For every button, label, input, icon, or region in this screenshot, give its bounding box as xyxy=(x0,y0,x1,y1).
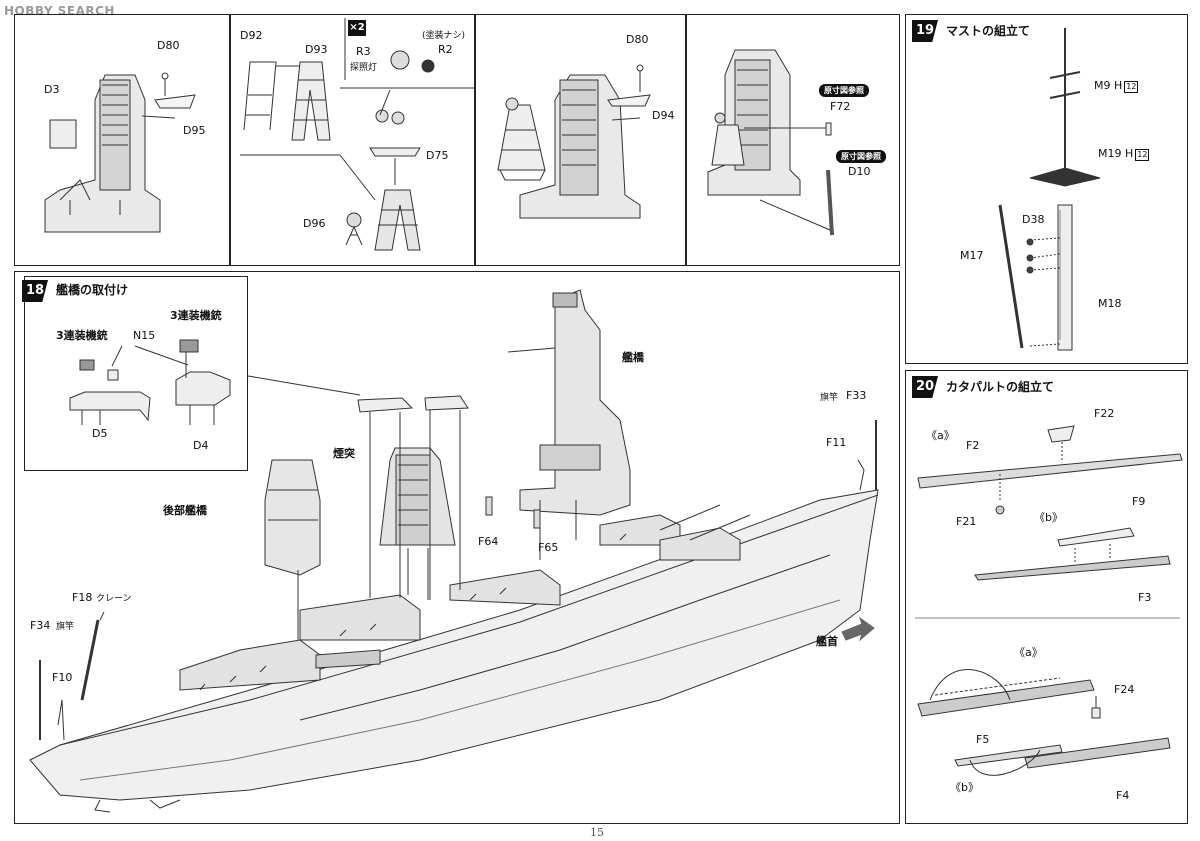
label-triple-mg-right: 3連装機銃 xyxy=(170,309,222,322)
label-d10: D10 xyxy=(848,165,871,178)
label-f2: F2 xyxy=(966,439,980,452)
label-d96: D96 xyxy=(303,217,326,230)
label-f4: F4 xyxy=(1116,789,1130,802)
page-number: 15 xyxy=(590,826,604,839)
label-funnel: 煙突 xyxy=(333,447,355,460)
battleship-hull-drawing xyxy=(29,289,879,813)
label-d94: D94 xyxy=(652,109,675,122)
label-d95: D95 xyxy=(183,124,206,137)
step-20-title: カタパルトの組立て xyxy=(946,380,1055,394)
label-r3: R3 xyxy=(356,45,371,58)
label-f72: F72 xyxy=(830,100,851,113)
label-f24: F24 xyxy=(1114,683,1135,696)
label-flagpole-f33: 旗竿 xyxy=(820,393,839,403)
label-f18: F18 xyxy=(72,591,93,604)
label-f10: F10 xyxy=(52,671,73,684)
badge-full-size-ref-2: 原寸図参照 xyxy=(836,150,886,163)
mast-drawing xyxy=(998,28,1101,351)
label-f34: F34 xyxy=(30,619,51,632)
label-d93: D93 xyxy=(305,43,328,56)
tower-drawing-2 xyxy=(240,18,475,251)
bow-arrow-icon xyxy=(841,616,875,642)
label-f3: F3 xyxy=(1138,591,1152,604)
label-d80-p3: D80 xyxy=(626,33,649,46)
step-18-number: 18 xyxy=(22,280,48,302)
tower-drawing-1 xyxy=(44,72,196,233)
label-f21: F21 xyxy=(956,515,977,528)
label-triple-mg-left: 3連装機銃 xyxy=(56,329,108,342)
label-d5: D5 xyxy=(92,427,108,440)
label-d4: D4 xyxy=(193,439,209,452)
label-d3: D3 xyxy=(44,83,60,96)
label-m19-text: M19 xyxy=(1098,147,1122,160)
label-d92: D92 xyxy=(240,29,263,42)
step-19-title: マストの組立て xyxy=(946,24,1031,38)
label-m9-h12: 12 xyxy=(1124,81,1139,93)
label-bridge: 艦橋 xyxy=(622,351,644,364)
label-d80-p1: D80 xyxy=(157,39,180,52)
tower-drawing-4 xyxy=(707,49,834,236)
label-f9: F9 xyxy=(1132,495,1146,508)
multiplier-x2-badge: ×2 xyxy=(348,20,366,36)
label-no-paint-note: (塗装ナシ) xyxy=(422,31,466,41)
label-d75: D75 xyxy=(426,149,449,162)
label-searchlight: 探照灯 xyxy=(350,63,378,73)
tower-drawing-3 xyxy=(497,64,651,219)
step-19-number: 19 xyxy=(912,20,938,42)
label-m19-h12: 12 xyxy=(1135,149,1150,161)
panel-step-19 xyxy=(905,14,1188,364)
label-r2: R2 xyxy=(438,43,453,56)
label-f11: F11 xyxy=(826,436,847,449)
label-d38: D38 xyxy=(1022,213,1045,226)
label-variant-b-2: 《b》 xyxy=(950,781,979,794)
label-crane: クレーン xyxy=(96,594,132,604)
label-variant-a: 《a》 xyxy=(926,429,955,442)
label-m9-h: H xyxy=(1114,79,1123,92)
label-m18: M18 xyxy=(1098,297,1122,310)
label-f33: F33 xyxy=(846,389,867,402)
badge-full-size-ref-1: 原寸図参照 xyxy=(819,84,869,97)
step-18-title: 艦橋の取付け xyxy=(56,283,129,297)
leader-inset-to-ship xyxy=(247,375,361,396)
label-m17: M17 xyxy=(960,249,984,262)
label-n15: N15 xyxy=(133,329,156,342)
label-f65: F65 xyxy=(538,541,559,554)
label-rear-bridge: 後部艦橋 xyxy=(163,504,207,517)
inset-gun-mounts xyxy=(69,339,231,425)
label-m19-h: H xyxy=(1125,147,1134,160)
label-variant-b: 《b》 xyxy=(1034,511,1063,524)
catapult-drawing xyxy=(915,425,1183,776)
label-f64: F64 xyxy=(478,535,499,548)
label-m9-text: M9 xyxy=(1094,79,1111,92)
label-bow: 艦首 xyxy=(816,635,838,648)
label-f22: F22 xyxy=(1094,407,1115,420)
label-variant-a-2: 《a》 xyxy=(1014,646,1043,659)
step-20-number: 20 xyxy=(912,376,938,398)
label-flagpole-f34: 旗竿 xyxy=(56,622,75,632)
label-f5: F5 xyxy=(976,733,990,746)
